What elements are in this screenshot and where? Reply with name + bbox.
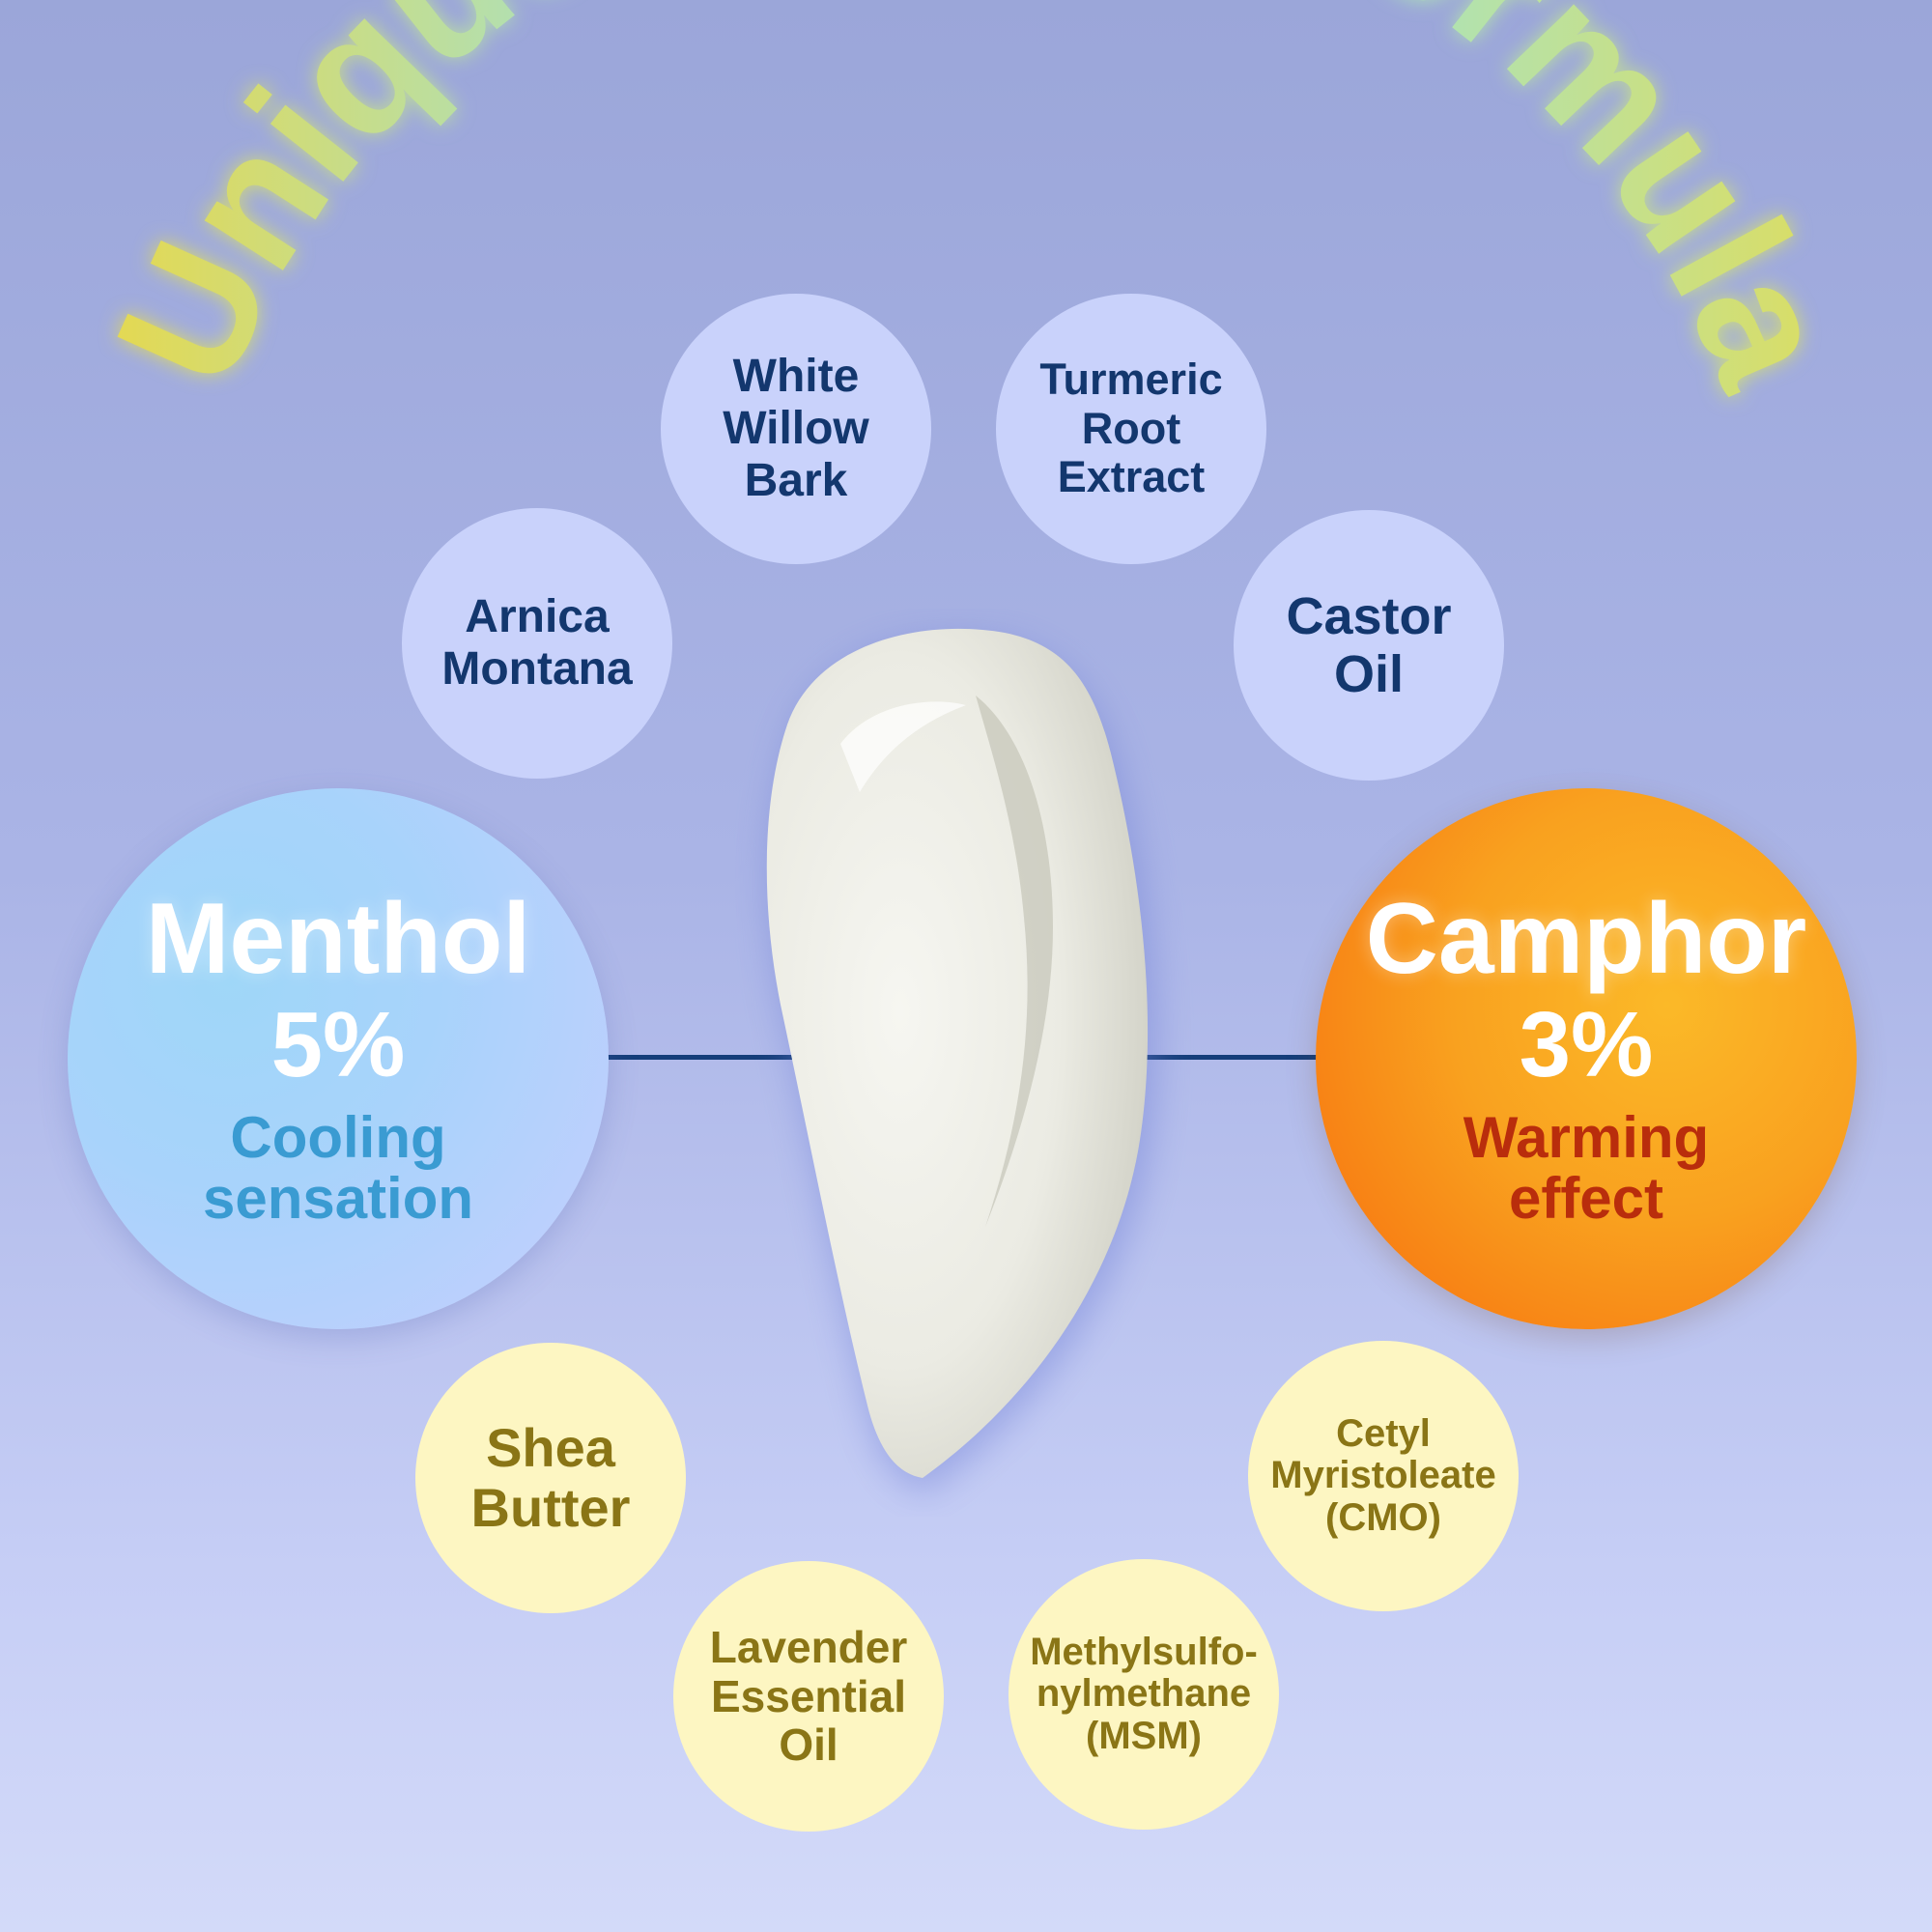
menthol-percent: 5% [270, 992, 406, 1096]
ingredient-label: Bark [744, 454, 848, 506]
ingredient-label: Cetyl [1336, 1412, 1431, 1456]
ingredient-label: Castor [1286, 586, 1452, 645]
menthol-name: Menthol [145, 882, 531, 995]
connector-line-right [1130, 1055, 1343, 1060]
ingredient-bubble-white-willow-bark: White Willow Bark [661, 294, 931, 564]
ingredient-label: Essential [711, 1670, 906, 1721]
ingredient-bubble-cmo: Cetyl Myristoleate (CMO) [1248, 1341, 1519, 1611]
ingredient-label: Myristoleate [1270, 1454, 1496, 1497]
cream-swatch-image [766, 628, 1158, 1492]
camphor-effect: effect [1508, 1166, 1664, 1232]
ingredient-label: Shea [486, 1417, 615, 1479]
ingredient-label: Montana [441, 643, 633, 695]
camphor-effect: Warming [1463, 1105, 1710, 1171]
ingredient-bubble-castor-oil: Castor Oil [1234, 510, 1504, 781]
ingredient-label: Lavender [709, 1622, 908, 1673]
ingredient-label: nylmethane [1036, 1672, 1252, 1716]
ingredient-bubble-turmeric-root-extract: Turmeric Root Extract [996, 294, 1266, 564]
ingredient-label: Root [1081, 403, 1181, 453]
menthol-effect: Cooling [230, 1105, 446, 1171]
ingredient-bubble-arnica-montana: Arnica Montana [402, 508, 672, 779]
ingredient-label: (CMO) [1325, 1495, 1441, 1539]
ingredient-label: (MSM) [1086, 1714, 1202, 1757]
page-title: Unique 10-in-1 Formula [78, 0, 1874, 413]
camphor-bubble: Camphor 3% Warming effect [1316, 788, 1857, 1329]
ingredient-bubble-shea-butter: Shea Butter [415, 1343, 686, 1613]
ingredient-label: Butter [470, 1477, 631, 1538]
ingredient-label: Oil [779, 1719, 838, 1771]
camphor-percent: 3% [1519, 992, 1654, 1096]
ingredient-bubble-lavender-essential-oil: Lavender Essential Oil [673, 1561, 944, 1832]
ingredient-label: Arnica [465, 591, 610, 643]
ingredient-label: Willow [723, 403, 869, 455]
menthol-effect: sensation [202, 1166, 474, 1232]
ingredient-bubble-msm: Methylsulfo- nylmethane (MSM) [1009, 1559, 1279, 1830]
connector-line-left [599, 1055, 802, 1060]
page-title-text: Unique 10-in-1 Formula [78, 0, 1874, 413]
ingredient-label: Extract [1057, 452, 1206, 502]
ingredient-label: Methylsulfo- [1030, 1631, 1258, 1674]
title-graphic: Unique 10-in-1 Formula [78, 0, 1874, 413]
menthol-bubble: Menthol 5% Cooling sensation [68, 788, 609, 1329]
ingredient-label: Turmeric [1039, 355, 1223, 405]
camphor-name: Camphor [1365, 882, 1807, 995]
ingredient-label: Oil [1333, 645, 1404, 703]
ingredient-label: White [732, 351, 860, 403]
